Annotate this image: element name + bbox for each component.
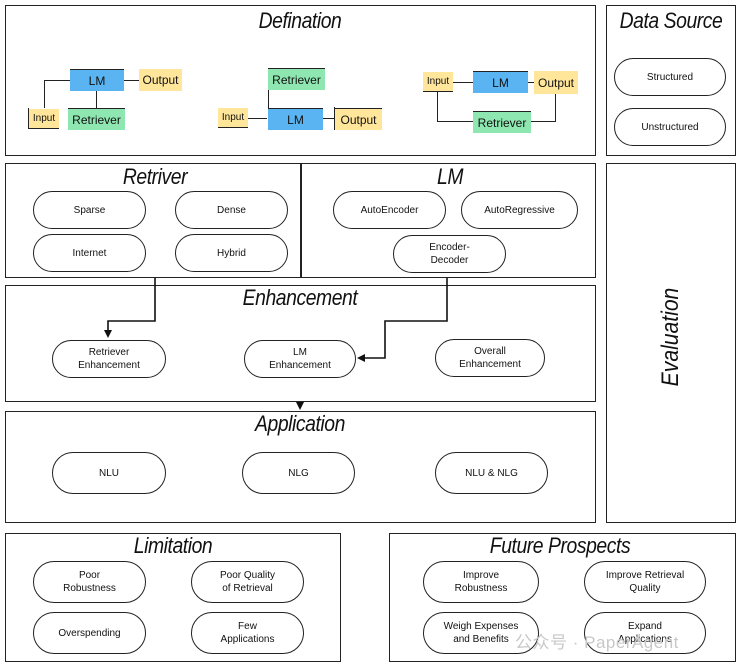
d3-lm-box: LM xyxy=(473,71,528,93)
future-expand-applications: Expand Applications xyxy=(584,612,706,654)
watermark-text: 公众号 · PaperAgent xyxy=(515,633,679,652)
d3-wire-lm-output xyxy=(528,82,535,84)
enhancement-retriever: Retriever Enhancement xyxy=(52,340,166,378)
limitation-title: Limitation xyxy=(133,533,213,558)
future-improve-retrieval: Improve Retrieval Quality xyxy=(584,561,706,603)
lm-encoder-decoder: Encoder- Decoder xyxy=(393,235,506,273)
d1-retriever-box: Retriever xyxy=(68,108,125,130)
arrow-lm-to-enhancement xyxy=(357,278,448,362)
d2-wire-lm-output xyxy=(323,118,335,120)
d1-wire-lm-output xyxy=(123,80,139,82)
future-improve-robustness: Improve Robustness xyxy=(423,561,539,603)
future-title: Future Prospects xyxy=(489,533,631,558)
application-nlu-nlg: NLU & NLG xyxy=(435,452,548,494)
d3-wire-output-down xyxy=(555,94,557,122)
data-source-unstructured: Unstructured xyxy=(614,108,726,146)
enhancement-overall: Overall Enhancement xyxy=(435,339,545,377)
limitation-few-applications: Few Applications xyxy=(191,612,304,654)
retriver-lm-divider xyxy=(300,163,302,278)
d3-wire-input-down xyxy=(437,92,439,121)
d1-wire-left-down xyxy=(44,80,46,108)
retriver-internet: Internet xyxy=(33,234,146,272)
application-nlg: NLG xyxy=(242,452,355,494)
limitation-poor-robustness: Poor Robustness xyxy=(33,561,146,603)
d1-lm-box: LM xyxy=(70,69,124,91)
d3-input-box: Input xyxy=(423,72,453,92)
d2-output-box: Output xyxy=(335,108,382,130)
d1-input-box: Input xyxy=(29,109,59,129)
d1-wire-lm-retriever xyxy=(96,91,98,108)
data-source-title: Data Source xyxy=(619,8,723,33)
d3-wire-input-lm xyxy=(452,82,473,84)
d2-wire-output-bar xyxy=(334,107,336,130)
limitation-poor-quality: Poor Quality of Retrieval xyxy=(191,561,304,603)
retriver-dense: Dense xyxy=(175,191,288,229)
d3-output-box: Output xyxy=(534,71,578,94)
d1-output-box: Output xyxy=(139,69,182,91)
d1-wire-input-bar xyxy=(28,108,30,129)
d2-lm-box: LM xyxy=(268,108,323,130)
defination-title: Defination xyxy=(258,8,342,33)
evaluation-panel xyxy=(606,163,736,523)
d1-wire-lm-left xyxy=(44,80,70,82)
lm-autoencoder: AutoEncoder xyxy=(333,191,446,229)
d3-wire-bottom-left xyxy=(437,121,473,123)
d2-wire-input-lm xyxy=(247,118,267,120)
d2-wire-retriever-lm xyxy=(268,90,270,108)
limitation-overspending: Overspending xyxy=(33,612,146,654)
application-title: Application xyxy=(255,411,345,436)
arrow-retriver-to-enhancement xyxy=(104,278,156,338)
retriver-sparse: Sparse xyxy=(33,191,146,229)
d3-retriever-box: Retriever xyxy=(473,111,531,133)
future-weigh-expenses: Weigh Expenses and Benefits xyxy=(423,612,539,654)
application-nlu: NLU xyxy=(52,452,166,494)
d2-input-box: Input xyxy=(218,108,248,128)
d3-wire-bottom-right xyxy=(531,121,556,123)
lm-title: LM xyxy=(436,164,464,189)
lm-autoregressive: AutoRegressive xyxy=(461,191,578,229)
enhancement-lm: LM Enhancement xyxy=(244,340,356,378)
retriver-title: Retriver xyxy=(122,164,188,189)
enhancement-title: Enhancement xyxy=(242,285,358,310)
d2-retriever-box: Retriever xyxy=(268,68,325,90)
data-source-structured: Structured xyxy=(614,58,726,96)
retriver-hybrid: Hybrid xyxy=(175,234,288,272)
